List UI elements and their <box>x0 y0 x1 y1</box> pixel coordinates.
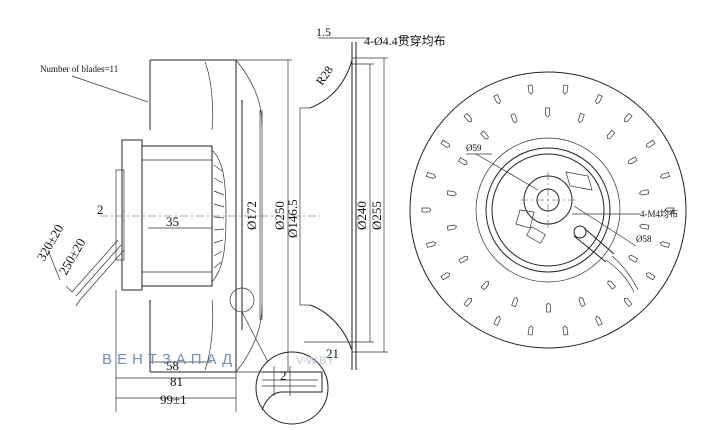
cable-gland <box>573 227 615 263</box>
dim-d146-5: Ø146.5 <box>285 199 300 238</box>
blade-slot <box>577 112 585 123</box>
dim-58: 58 <box>166 358 179 373</box>
blade-slot <box>527 325 534 336</box>
blade-slot <box>645 272 656 281</box>
blade-slot <box>446 224 458 231</box>
blade-slot <box>627 156 638 165</box>
blade-slot <box>458 255 469 264</box>
blade-slot <box>645 139 656 148</box>
cable <box>71 239 125 301</box>
dim-d240: Ø240 <box>354 201 369 230</box>
dim-99: 99±1 <box>160 392 187 407</box>
blade-slot <box>606 129 616 139</box>
blade-slot <box>545 107 550 118</box>
blade-slot <box>595 315 603 326</box>
blade-slot <box>546 302 551 313</box>
label-d59: Ø59 <box>466 143 482 153</box>
dim-two: 2 <box>97 202 104 217</box>
blade-slot <box>440 139 451 148</box>
blade-slot <box>595 94 603 105</box>
blade-slot <box>659 172 670 179</box>
dim-21: 21 <box>326 346 339 361</box>
blade-slot <box>562 325 569 336</box>
watermark-site: V-W.BY <box>296 355 335 367</box>
blade-slot <box>664 207 675 213</box>
horizontal-dimensions <box>47 37 370 412</box>
label-thickness: 1.5 <box>316 25 331 39</box>
blade-slot <box>480 130 489 140</box>
label-holes: 4-Ø4.4贯穿均布 <box>364 33 446 48</box>
blade-slot <box>511 297 519 308</box>
label-blade-count: Number of blades=11 <box>40 64 118 74</box>
blade-slot <box>426 172 437 179</box>
front-view <box>409 71 687 349</box>
blade-slot <box>578 296 586 307</box>
dim-cable-250: 250±20 <box>56 236 89 278</box>
blade-slot <box>638 189 650 196</box>
blade-slot <box>440 272 451 281</box>
watermark-brand: ВЕНТЗАПАД <box>102 351 237 368</box>
label-d58: Ø58 <box>636 234 652 244</box>
dim-two-detail: 2 <box>280 368 287 383</box>
dim-d255: Ø255 <box>369 201 384 230</box>
blade-slot <box>463 298 472 308</box>
blade-slot <box>659 241 670 248</box>
motor-fins <box>211 149 227 283</box>
blade-slot <box>480 281 490 291</box>
detail-view <box>255 351 329 425</box>
label-m4: 4-M4均布 <box>640 208 678 219</box>
blade-slots <box>421 84 675 336</box>
impeller-upper-outline <box>149 59 237 130</box>
dim-d250: Ø250 <box>272 201 287 230</box>
inner-ring <box>475 137 621 283</box>
flange-bottom <box>309 304 353 351</box>
blade-slot <box>527 84 534 95</box>
blade-slot <box>463 112 472 122</box>
motor-rear <box>121 139 143 291</box>
blade-slot <box>493 94 501 105</box>
dim-81: 81 <box>170 374 183 389</box>
blade-slot <box>624 112 633 122</box>
blade-slot <box>628 255 639 263</box>
dim-35: 35 <box>166 214 179 229</box>
motor-disc <box>485 147 611 273</box>
blade-slot <box>639 223 650 230</box>
blade-slot <box>446 190 457 197</box>
blade-slot <box>562 84 569 95</box>
blade-slot <box>624 298 633 308</box>
flange-top <box>309 59 353 109</box>
blade-slot <box>426 241 437 248</box>
vertical-dimensions <box>236 57 388 373</box>
blade-slot <box>607 280 616 290</box>
blade-slot <box>421 207 432 213</box>
dim-d172: Ø172 <box>244 201 259 230</box>
blade-slot <box>493 315 501 326</box>
blade-slot <box>510 113 518 124</box>
label-radius: R28 <box>313 63 336 87</box>
dim-cable-320: 320±20 <box>34 222 67 264</box>
side-view <box>65 42 357 373</box>
blade-slot <box>457 157 468 165</box>
impeller-outer-circle <box>409 71 687 349</box>
